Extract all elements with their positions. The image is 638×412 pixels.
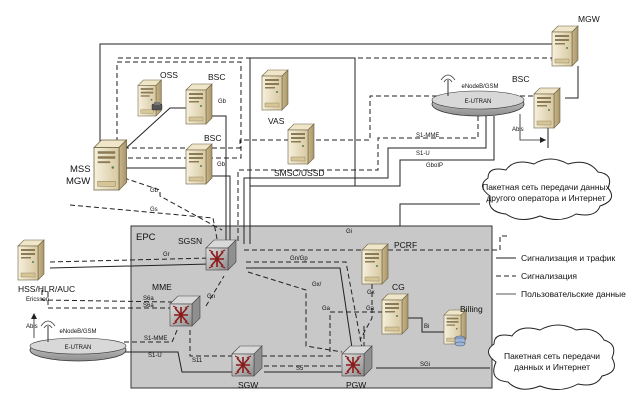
sgsn-label: SGSN: [178, 236, 202, 246]
cloud-other-operator: Пакетная сеть передачи данных другого оп…: [482, 158, 613, 220]
if-abis-top: Abis: [512, 127, 524, 133]
vas-label: VAS: [268, 116, 285, 126]
bsc-mid-server: BSC: [185, 133, 221, 185]
if-bi: Bi: [424, 324, 429, 330]
cloud-internet-line2: данных и Интернет: [514, 362, 590, 372]
cg-label: CG: [392, 282, 405, 292]
hss-vendor-label: Ericsson: [26, 297, 49, 303]
if-gb-1: Gb: [218, 99, 227, 105]
hss-label: HSS/HLR/AUC: [18, 284, 75, 294]
bsc-top-server: BSC: [185, 72, 225, 125]
bsc-right-label: BSC: [512, 74, 529, 84]
if-s1mme-top: S1-MME: [416, 133, 439, 139]
if-s6a-1: S6a: [143, 296, 154, 302]
pgw-router: PGW: [341, 345, 373, 390]
interface-labels: Gb Gb Gb Gs Gr S6a S6a Gn Gn/Gp Gx/ Gx G…: [26, 99, 524, 372]
sgsn-router: SGSN: [178, 236, 237, 271]
epc-label: EPC: [136, 232, 156, 243]
legend-signaling-traffic: Сигнализация и трафик: [521, 253, 616, 263]
if-abis-bottom: Abis: [26, 324, 38, 330]
eutran-top: E-UTRAN eNodeB/GSM: [431, 74, 525, 117]
hss-server: HSS/HLR/AUC Ericsson: [17, 239, 75, 303]
cloud-other-operator-line2: другого оператора и Интернет: [486, 193, 605, 203]
legend-user-data: Пользовательские данные: [521, 289, 626, 299]
mgw-top-label: MGW: [578, 14, 600, 24]
if-s1u-top: S1-U: [416, 151, 430, 157]
billing-server: Billing: [443, 304, 483, 347]
if-gn-gp: Gn/Gp: [290, 256, 308, 262]
if-ga-1: Ga: [322, 306, 331, 312]
smsc-ussd-label: SMSC/USSD: [274, 168, 325, 178]
oss-frame: [116, 61, 242, 159]
if-sgi: SGi: [420, 362, 430, 368]
mss-mgw-server: MSS MGW: [66, 139, 128, 191]
cg-server: CG: [381, 282, 409, 335]
sgw-router: SGW: [231, 345, 263, 390]
if-gx: Gx: [367, 290, 375, 296]
bsc-right-server: BSC: [512, 74, 561, 129]
legend-signaling: Сигнализация: [521, 271, 577, 281]
if-gi: Gi: [346, 229, 352, 235]
mme-router: MME: [152, 282, 201, 327]
if-s1u-bottom: S1-U: [148, 353, 162, 359]
eutran-bottom: E-UTRAN eNodeB/GSM: [29, 320, 127, 362]
mgw-top-server: MGW: [551, 14, 600, 67]
connections: [31, 43, 579, 373]
enodeb-top-label: eNodeB/GSM: [461, 84, 498, 90]
if-ga-2: Ga: [366, 306, 375, 312]
if-s5: S5: [296, 366, 304, 372]
antenna-icon: [440, 74, 456, 96]
mgw-label: MGW: [66, 176, 90, 187]
eutran-top-label: E-UTRAN: [465, 99, 492, 105]
phone-icon: [151, 102, 163, 111]
vas-server: VAS: [261, 69, 289, 126]
if-s1mme-bottom: S1-MME: [144, 336, 167, 342]
bsc-top-label: BSC: [208, 72, 225, 82]
if-gr: Gr: [163, 252, 170, 258]
pgw-label: PGW: [346, 380, 366, 390]
cloud-internet: Пакетная сеть передачи данных и Интернет: [488, 324, 615, 390]
pcrf-label: PCRF: [394, 240, 417, 250]
pcrf-server: PCRF: [361, 240, 417, 285]
smsc-ussd-server: SMSC/USSD: [274, 123, 325, 178]
if-gboip: GboIP: [426, 163, 443, 169]
if-gxl: Gx/: [312, 282, 322, 288]
database-icon: [454, 335, 466, 347]
billing-label: Billing: [460, 304, 483, 314]
sgw-label: SGW: [238, 380, 258, 390]
enodeb-bottom-label: eNodeB/GSM: [59, 329, 96, 335]
if-gb-3: Gb: [150, 188, 159, 194]
antenna-icon: [40, 320, 56, 342]
mme-label: MME: [152, 282, 172, 292]
if-gb-2: Gb: [217, 162, 226, 168]
if-gs: Gs: [150, 207, 158, 213]
oss-server: OSS: [137, 70, 178, 117]
cloud-internet-line1: Пакетная сеть передачи: [504, 351, 600, 361]
if-s6a-2: S6a: [143, 303, 154, 309]
oss-label: OSS: [160, 70, 178, 80]
if-gn: Gn: [207, 294, 215, 300]
if-s11: S11: [192, 358, 203, 364]
eutran-bottom-label: E-UTRAN: [65, 345, 92, 351]
mss-label: MSS: [70, 164, 91, 175]
cloud-other-operator-line1: Пакетная сеть передачи данных: [482, 182, 611, 192]
bsc-mid-label: BSC: [204, 133, 221, 143]
